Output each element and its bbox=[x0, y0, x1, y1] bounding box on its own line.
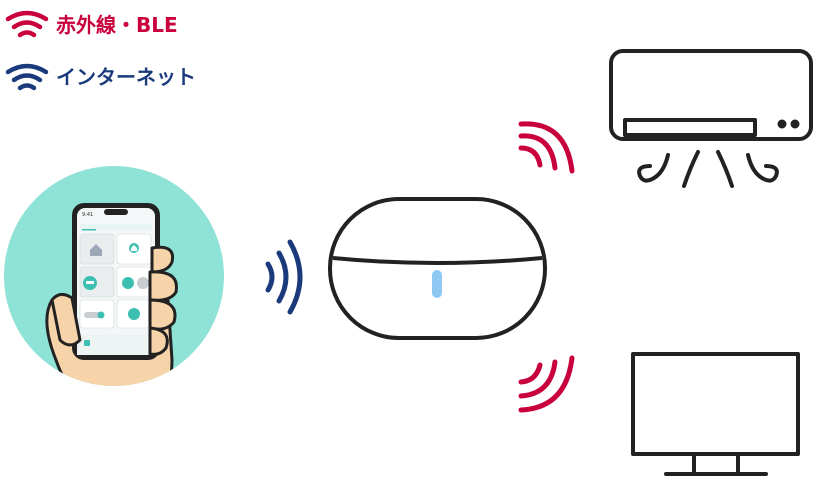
hub-device-icon bbox=[328, 197, 547, 340]
signal-hub-to-ac bbox=[518, 121, 575, 174]
wifi-red-icon bbox=[5, 10, 49, 38]
hub-led bbox=[432, 270, 442, 298]
legend-infrared-label: 赤外線・BLE bbox=[56, 13, 178, 37]
hand-fingers bbox=[50, 245, 178, 356]
television-icon bbox=[631, 352, 800, 476]
wifi-blue-icon bbox=[5, 63, 49, 91]
signal-hub-to-tv bbox=[518, 355, 575, 413]
legend-internet-label: インターネット bbox=[56, 65, 196, 89]
air-conditioner-icon bbox=[609, 49, 813, 188]
legend-internet: インターネット bbox=[5, 63, 196, 91]
phone-status-time: 9:41 bbox=[82, 212, 93, 218]
legend-infrared: 赤外線・BLE bbox=[5, 10, 178, 38]
smartphone-illustration: 9:41 bbox=[4, 166, 224, 386]
signal-phone-to-hub bbox=[265, 239, 303, 315]
smartphone-icon: 9:41 bbox=[72, 203, 160, 360]
